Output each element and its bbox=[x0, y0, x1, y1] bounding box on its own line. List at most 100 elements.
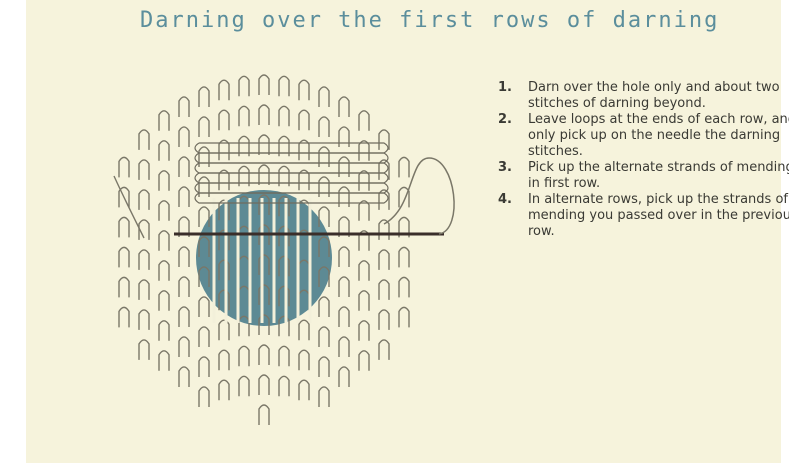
step-item: 2. Leave loops at the ends of each row, … bbox=[498, 112, 789, 160]
stitch-loop bbox=[159, 291, 169, 311]
instruction-page: Darning over the first rows of darning 1… bbox=[26, 0, 781, 463]
stitch-loop bbox=[299, 380, 309, 400]
stitch-loop bbox=[199, 87, 209, 107]
stitch-loop bbox=[159, 351, 169, 371]
stitch-loop bbox=[219, 380, 229, 400]
stitch-loop bbox=[179, 127, 189, 147]
stitch-loop bbox=[119, 217, 129, 237]
stitch-loop bbox=[319, 117, 329, 137]
stitch-loop bbox=[319, 387, 329, 407]
stitch-loop bbox=[139, 190, 149, 210]
stitch-loop bbox=[339, 187, 349, 207]
step-number: 2. bbox=[498, 112, 528, 160]
stitch-loop bbox=[339, 157, 349, 177]
stitch-loop bbox=[199, 357, 209, 377]
stitch-loop bbox=[399, 157, 409, 177]
stitch-loop bbox=[259, 165, 269, 185]
stitch-loop bbox=[339, 277, 349, 297]
stitch-loop bbox=[279, 346, 289, 366]
stitch-loop bbox=[359, 261, 369, 281]
stitch-loop bbox=[219, 80, 229, 100]
stitch-loop bbox=[319, 147, 329, 167]
stitch-loop bbox=[139, 130, 149, 150]
stitch-loop bbox=[199, 117, 209, 137]
stitch-loop bbox=[179, 337, 189, 357]
stitch-loop bbox=[319, 327, 329, 347]
instruction-steps: 1. Darn over the hole only and about two… bbox=[498, 80, 789, 240]
stitch-loop bbox=[239, 106, 249, 126]
stitch-loop bbox=[299, 350, 309, 370]
stitch-loop bbox=[159, 141, 169, 161]
stitch-loop bbox=[139, 280, 149, 300]
step-number: 3. bbox=[498, 160, 528, 192]
stitch-loop bbox=[139, 340, 149, 360]
stitch-loop bbox=[239, 346, 249, 366]
stitch-loop bbox=[119, 307, 129, 327]
stitch-loop bbox=[279, 106, 289, 126]
stitch-loop bbox=[259, 405, 269, 425]
stitch-loop bbox=[399, 247, 409, 267]
stitch-loop bbox=[139, 250, 149, 270]
stitch-loop bbox=[319, 357, 329, 377]
stitch-loop bbox=[259, 345, 269, 365]
step-item: 4. In alternate rows, pick up the strand… bbox=[498, 192, 789, 240]
darning-stitch-diagram-icon bbox=[84, 48, 484, 428]
step-text: Darn over the hole only and about two st… bbox=[528, 80, 789, 112]
stitch-loop bbox=[339, 247, 349, 267]
stitch-loop bbox=[279, 76, 289, 96]
stitch-loop bbox=[219, 110, 229, 130]
stitch-loop bbox=[379, 340, 389, 360]
step-item: 3. Pick up the alternate strands of mend… bbox=[498, 160, 789, 192]
stitch-loop bbox=[199, 297, 209, 317]
stitch-loop bbox=[379, 280, 389, 300]
stitch-loop bbox=[219, 350, 229, 370]
stitch-loop bbox=[339, 127, 349, 147]
stitch-loop bbox=[379, 250, 389, 270]
stitch-loop bbox=[339, 97, 349, 117]
stitch-loop bbox=[259, 105, 269, 125]
stitch-loop bbox=[399, 307, 409, 327]
step-number: 1. bbox=[498, 80, 528, 112]
stitch-loop bbox=[339, 307, 349, 327]
stitch-loop bbox=[119, 157, 129, 177]
stitch-loop bbox=[359, 201, 369, 221]
weave-row bbox=[195, 163, 388, 173]
stitch-loop bbox=[179, 157, 189, 177]
stitch-loop bbox=[259, 375, 269, 395]
page-title: Darning over the first rows of darning bbox=[140, 8, 780, 33]
stitch-loop bbox=[179, 97, 189, 117]
stitch-loop bbox=[159, 231, 169, 251]
step-text: In alternate rows, pick up the strands o… bbox=[528, 192, 789, 240]
stitch-loop bbox=[319, 297, 329, 317]
stitch-loop bbox=[159, 201, 169, 221]
stitch-loop bbox=[159, 321, 169, 341]
stitch-loop bbox=[239, 376, 249, 396]
hole-shape bbox=[196, 190, 332, 326]
stitch-loop bbox=[199, 387, 209, 407]
stitch-loop bbox=[159, 261, 169, 281]
stitch-loop bbox=[299, 320, 309, 340]
stitch-loop bbox=[199, 147, 209, 167]
stitch-loop bbox=[359, 321, 369, 341]
stitch-loop bbox=[319, 177, 329, 197]
stitch-loop bbox=[359, 111, 369, 131]
stitch-loop bbox=[319, 87, 329, 107]
stitch-loop bbox=[139, 310, 149, 330]
stitch-loop bbox=[179, 247, 189, 267]
stitch-loop bbox=[399, 277, 409, 297]
stitch-loop bbox=[339, 367, 349, 387]
stitch-loop bbox=[179, 367, 189, 387]
thread-loop-shape bbox=[384, 158, 454, 234]
stitch-loop bbox=[139, 160, 149, 180]
stitch-loop bbox=[359, 291, 369, 311]
step-text: Pick up the alternate strands of mending… bbox=[528, 160, 789, 192]
stitch-loop bbox=[199, 177, 209, 197]
stitch-loop bbox=[219, 320, 229, 340]
stitch-loop bbox=[179, 277, 189, 297]
stitch-loop bbox=[299, 80, 309, 100]
stitch-loop bbox=[359, 141, 369, 161]
stitch-loop bbox=[279, 376, 289, 396]
stitch-loop bbox=[239, 76, 249, 96]
stitch-loop bbox=[159, 111, 169, 131]
stitch-loop bbox=[259, 75, 269, 95]
